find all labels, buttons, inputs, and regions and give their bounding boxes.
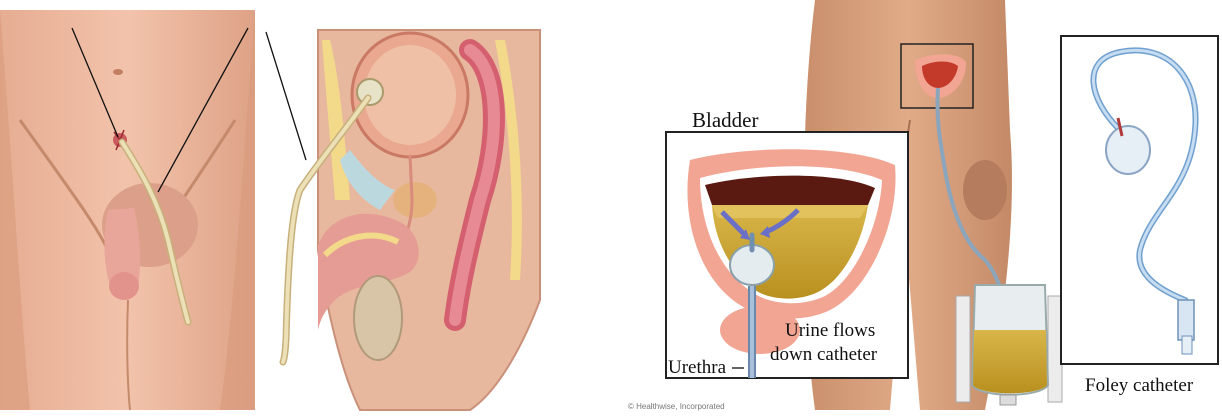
frontal-body-view <box>0 10 255 410</box>
bladder-label: Bladder <box>692 108 758 132</box>
urine-flow-label-line2: down catheter <box>770 344 877 366</box>
urethra-label: Urethra <box>668 357 726 379</box>
copyright-credit: © Healthwise, Incorporated <box>628 402 725 411</box>
foley-catheter-label: Foley catheter <box>1085 375 1193 397</box>
foley-catheter-panel <box>1061 36 1218 364</box>
urine-flow-label-line1: Urine flows <box>785 320 875 342</box>
sagittal-cross-section <box>266 30 540 410</box>
